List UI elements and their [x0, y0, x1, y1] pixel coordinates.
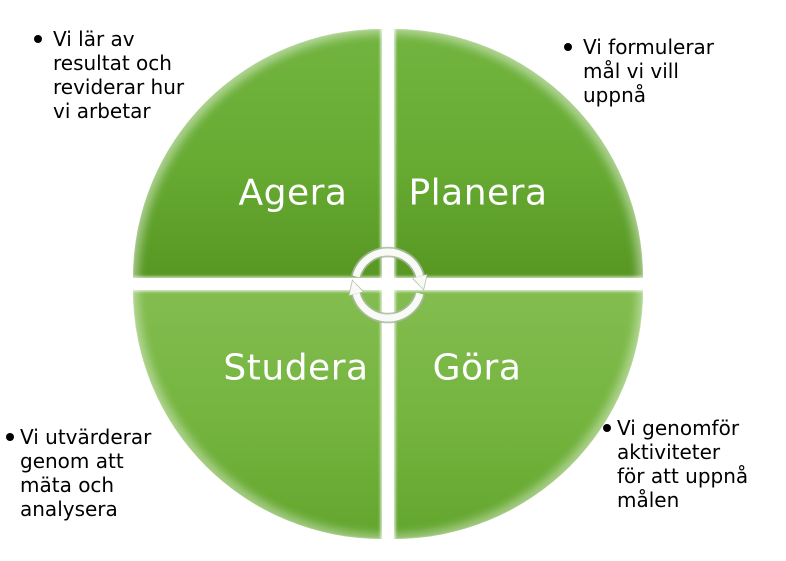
bullet-icon	[564, 43, 572, 51]
cycle-arrows-icon	[348, 246, 428, 324]
quadrant-label-planera: Planera	[408, 172, 548, 214]
bullet-icon	[34, 35, 42, 43]
note-bottom-right: Vi genomför aktiviteter för att uppnå må…	[603, 416, 749, 512]
quadrant-label-gora: Göra	[432, 347, 522, 389]
note-text: Vi formulerar mål vi vill uppnå	[583, 35, 715, 107]
note-text: Vi utvärderar genom att mäta och analyse…	[20, 425, 152, 521]
quadrant-label-agera: Agera	[238, 172, 348, 214]
bullet-icon	[603, 424, 611, 432]
note-bottom-left: Vi utvärderar genom att mäta och analyse…	[6, 425, 152, 521]
note-top-right: Vi formulerar mål vi vill uppnå	[564, 35, 715, 107]
quadrant-label-studera: Studera	[223, 347, 369, 389]
note-text: Vi genomför aktiviteter för att uppnå må…	[617, 416, 749, 512]
cycle-circle: Agera Planera Studera Göra	[133, 29, 643, 539]
note-text: Vi lär av resultat och reviderar hur vi …	[53, 27, 185, 123]
bullet-icon	[6, 433, 14, 441]
note-top-left: Vi lär av resultat och reviderar hur vi …	[34, 27, 185, 123]
